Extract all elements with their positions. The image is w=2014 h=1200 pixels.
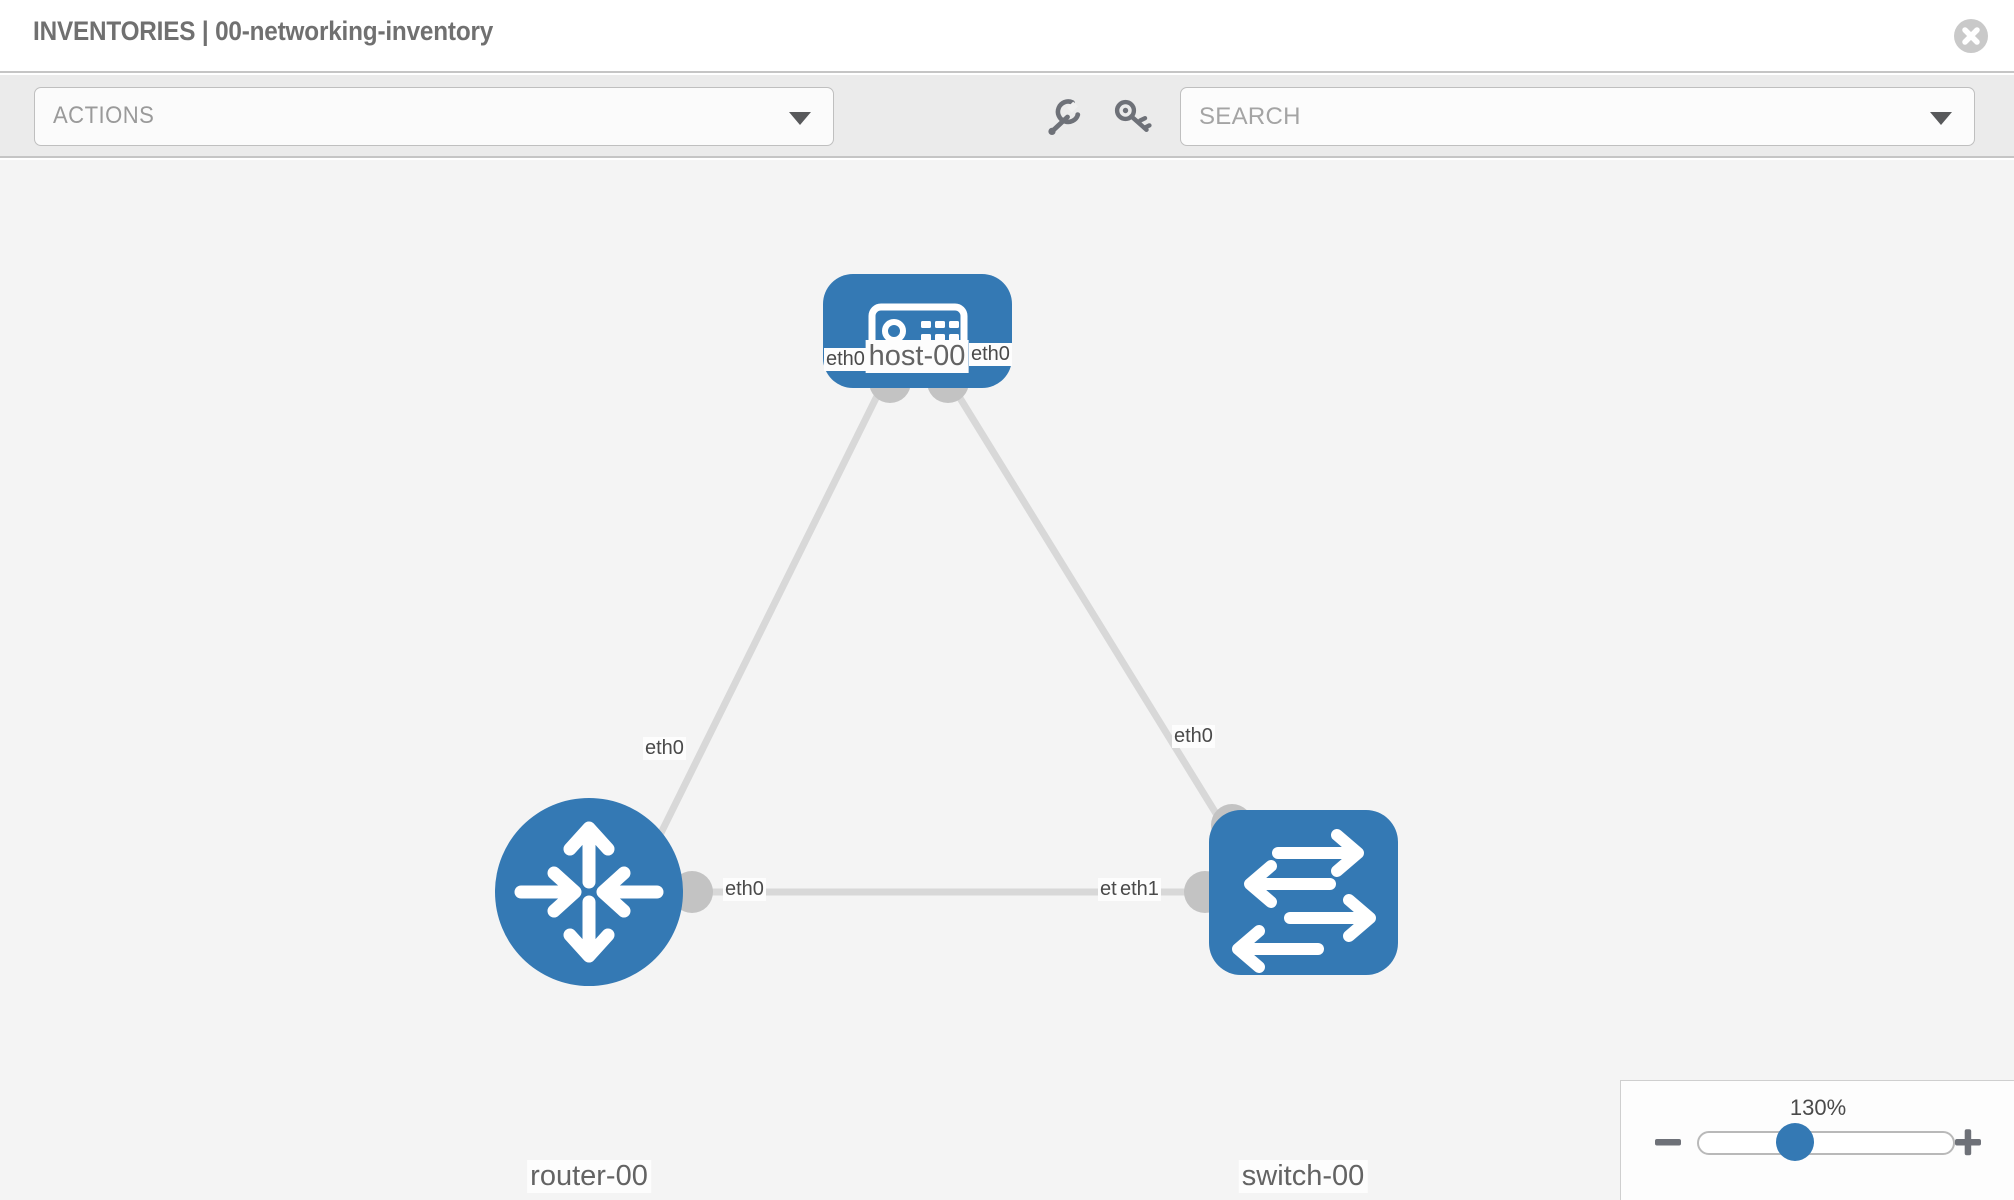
iface-label-router-eth0-mid: eth0 (723, 878, 766, 901)
chevron-down-icon (789, 112, 811, 125)
zoom-slider-track[interactable] (1697, 1131, 1955, 1155)
link-group (656, 388, 1223, 896)
actions-dropdown-label: ACTIONS (53, 102, 155, 129)
iface-label-switch-eth1-mid: eth1 (1118, 878, 1161, 901)
topology-graph (495, 274, 1398, 986)
node-router-00 (495, 798, 683, 986)
topology-canvas[interactable]: eth0 eth0 eth0 eth0 eth0 eth0 eth1 host-… (0, 160, 2014, 1200)
search-input[interactable]: SEARCH (1180, 87, 1975, 146)
node-label-switch-00: switch-00 (1238, 1160, 1368, 1193)
zoom-control-panel: 130% (1620, 1080, 2014, 1200)
page-header: INVENTORIES | 00-networking-inventory (0, 0, 2014, 73)
close-icon[interactable] (1954, 19, 1988, 53)
link-host-router (656, 388, 884, 837)
zoom-slider-thumb[interactable] (1776, 1123, 1814, 1161)
iface-label-router-eth0-up: eth0 (643, 737, 686, 760)
switch-arrows-icon (1232, 829, 1376, 973)
wrench-icon[interactable] (1042, 95, 1086, 139)
link-host-switch (952, 388, 1223, 822)
node-switch-00 (1209, 810, 1398, 975)
toolbar: ACTIONS (0, 75, 2014, 158)
chevron-down-icon[interactable] (1930, 112, 1952, 125)
search-placeholder: SEARCH (1199, 103, 1301, 130)
minus-icon[interactable] (1651, 1125, 1685, 1159)
iface-label-host-eth0-right: eth0 (969, 343, 1012, 366)
iface-label-switch-eth0-up: eth0 (1172, 725, 1215, 748)
node-label-host-00: host-00 (865, 340, 969, 373)
zoom-percent-label: 130% (1789, 1095, 1847, 1120)
key-icon[interactable] (1110, 95, 1154, 139)
page-title: INVENTORIES | 00-networking-inventory (33, 16, 494, 46)
router-arrows-icon (514, 821, 664, 963)
iface-label-host-eth0-left: eth0 (824, 348, 867, 371)
plus-icon[interactable] (1951, 1125, 1985, 1159)
node-label-router-00: router-00 (527, 1160, 651, 1193)
actions-dropdown[interactable]: ACTIONS (34, 87, 834, 146)
